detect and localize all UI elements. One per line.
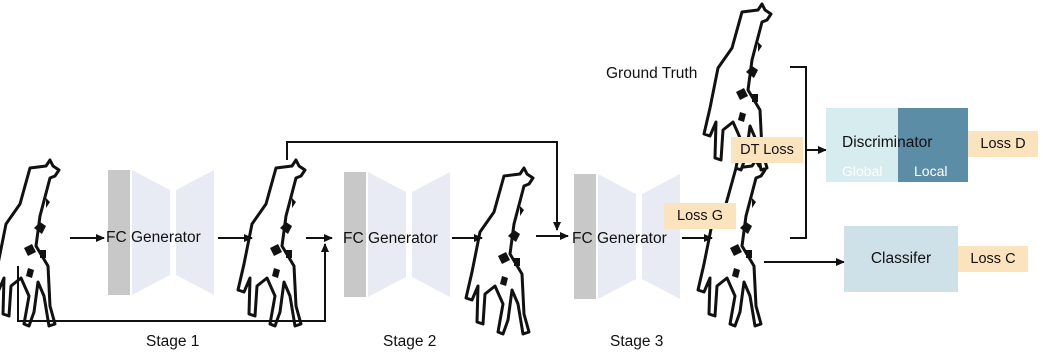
ground-truth-label: Ground Truth: [606, 65, 698, 82]
generator-2-label: FC Generator: [343, 231, 438, 247]
classifier-label: Classifer: [870, 250, 932, 267]
discriminator-local-label: Local: [914, 163, 948, 179]
generator-2: [344, 172, 450, 297]
discriminator-box: Discriminator Global Local: [826, 108, 968, 182]
stage2-output-image: [464, 166, 535, 336]
stage3-output-image: [696, 158, 767, 328]
generator-1-label: FC Generator: [106, 230, 201, 246]
discriminator-global-region: [826, 108, 898, 182]
generator-1: [108, 170, 214, 295]
generator-3: [574, 174, 680, 299]
generator-2-name: Generator: [367, 230, 438, 247]
bracket-gt-output: [790, 66, 807, 239]
generator-3-fc: FC: [572, 230, 593, 247]
loss-g-badge: Loss G: [664, 203, 736, 229]
stage1-output-image: [236, 158, 307, 328]
stage-1-label: Stage 1: [146, 333, 200, 350]
loss-d-badge: Loss D: [968, 131, 1038, 157]
generator-3-label: FC Generator: [572, 231, 667, 247]
loss-c-badge: Loss C: [958, 246, 1028, 272]
generator-1-name: Generator: [130, 229, 201, 246]
classifier-box: Classifer: [844, 226, 958, 292]
stage-3-label: Stage 3: [610, 333, 664, 350]
arrow-skip-input-to-gen2: [17, 243, 329, 322]
generator-3-name: Generator: [596, 230, 667, 247]
discriminator-label: Discriminator: [842, 134, 933, 151]
dt-loss-badge: DT Loss: [731, 137, 803, 163]
stage-2-label: Stage 2: [383, 333, 437, 350]
arrow-skip-stage1-to-gen3: [286, 141, 561, 231]
generator-1-fc: FC: [106, 229, 127, 246]
generator-2-fc: FC: [343, 230, 364, 247]
discriminator-global-label: Global: [842, 163, 883, 179]
discriminator-local-region: [898, 108, 968, 182]
input-sketch-image: [0, 158, 61, 328]
